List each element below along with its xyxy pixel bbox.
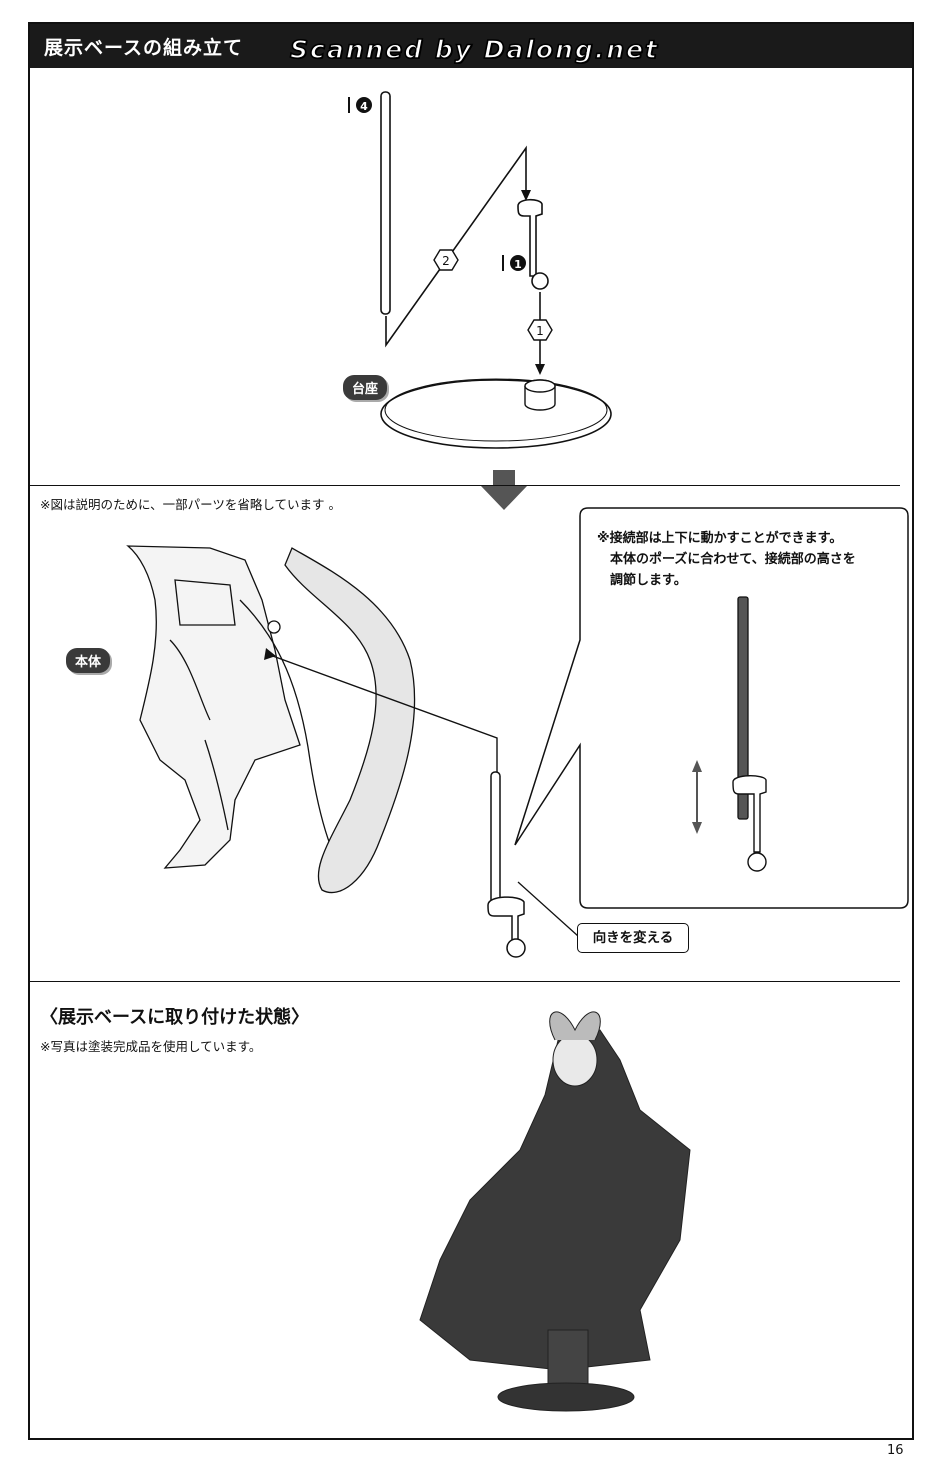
stand-arm <box>487 896 525 941</box>
big-arrow-down-icon <box>481 470 527 510</box>
page-number: 16 <box>887 1443 904 1458</box>
finished-figure-photo <box>419 1011 691 1412</box>
part-number-4-icon <box>356 97 372 113</box>
part-number-4: 4 <box>360 100 368 113</box>
arrow-down-icon <box>692 822 702 834</box>
arrow-up-icon <box>264 648 276 660</box>
callout-line-3: 調節します。 <box>610 573 687 588</box>
figure-body-illustration <box>126 545 351 881</box>
callout-line-1: ※接続部は上下に動かすことができます。 <box>597 531 843 546</box>
base-label: 台座 <box>343 375 388 400</box>
part-number-1-icon <box>510 255 526 271</box>
stand-rod <box>380 91 391 315</box>
divider <box>30 981 900 982</box>
base-disc <box>380 379 612 449</box>
attached-state-title: 〈展示ベースに取り付けた状態〉 <box>40 1007 310 1028</box>
stand-rod <box>490 771 501 913</box>
stand-rod-detail <box>737 596 749 820</box>
omission-note: ※図は説明のために、一部パーツを省略しています 。 <box>40 497 341 512</box>
page-frame <box>28 22 914 1440</box>
figure-tail-illustration <box>284 547 416 894</box>
arrow-down-icon <box>535 364 545 375</box>
arrow-down-icon <box>521 190 531 201</box>
scan-watermark: Scanned by Dalong.net <box>289 34 660 65</box>
step-2-number: 2 <box>442 254 450 268</box>
callout-line-2: 本体のポーズに合わせて、接続部の高さを <box>610 552 856 567</box>
change-direction-label: 向きを変える <box>577 923 689 953</box>
part-number-1: 1 <box>514 258 522 271</box>
step-1-number: 1 <box>536 324 544 338</box>
step-2-hex-icon <box>433 249 459 271</box>
callout-bubble <box>514 507 909 909</box>
arrow-up-icon <box>692 760 702 772</box>
callout-text: ※接続部は上下に動かすことができます。 本体のポーズに合わせて、接続部の高さを … <box>597 528 856 591</box>
photo-note: ※写真は塗装完成品を使用しています。 <box>40 1039 262 1054</box>
section-title: 展示ベースの組み立て <box>44 37 244 59</box>
divider <box>30 485 900 486</box>
step-1-hex-icon <box>527 319 553 341</box>
body-label: 本体 <box>66 648 111 673</box>
section-header: 展示ベースの組み立て <box>30 24 912 68</box>
